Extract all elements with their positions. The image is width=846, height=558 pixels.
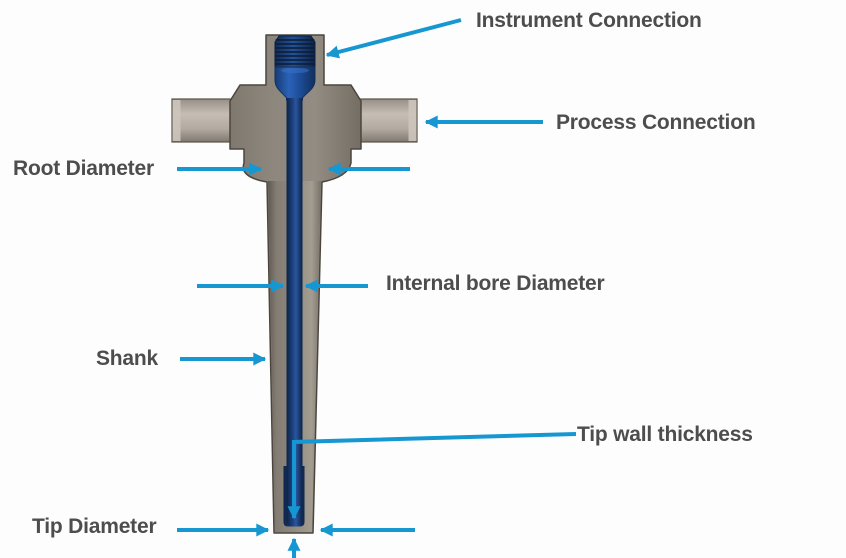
- process-connection-nozzle-right: [358, 98, 418, 143]
- label-root-diameter: Root Diameter: [13, 157, 154, 180]
- label-instrument-connection: Instrument Connection: [476, 9, 702, 32]
- tip-wall-thickness-leader: [287, 432, 577, 520]
- label-tip-diameter: Tip Diameter: [32, 515, 157, 538]
- nozzle-end-cap-right: [408, 100, 417, 141]
- label-internal-bore-diameter: Internal bore Diameter: [386, 272, 605, 295]
- thread-ridges: [275, 39, 315, 65]
- internal-bore: [286, 98, 303, 526]
- process-connection-nozzle-left: [171, 98, 233, 143]
- label-tip-wall-thickness: Tip wall thickness: [577, 423, 753, 446]
- nozzle-end-cap-left: [172, 100, 181, 141]
- plug-highlight: [281, 67, 309, 74]
- label-shank: Shank: [96, 347, 159, 370]
- instrument-connection-arrow: [325, 18, 462, 59]
- annotation-arrows: [177, 18, 577, 558]
- label-process-connection: Process Connection: [556, 111, 756, 134]
